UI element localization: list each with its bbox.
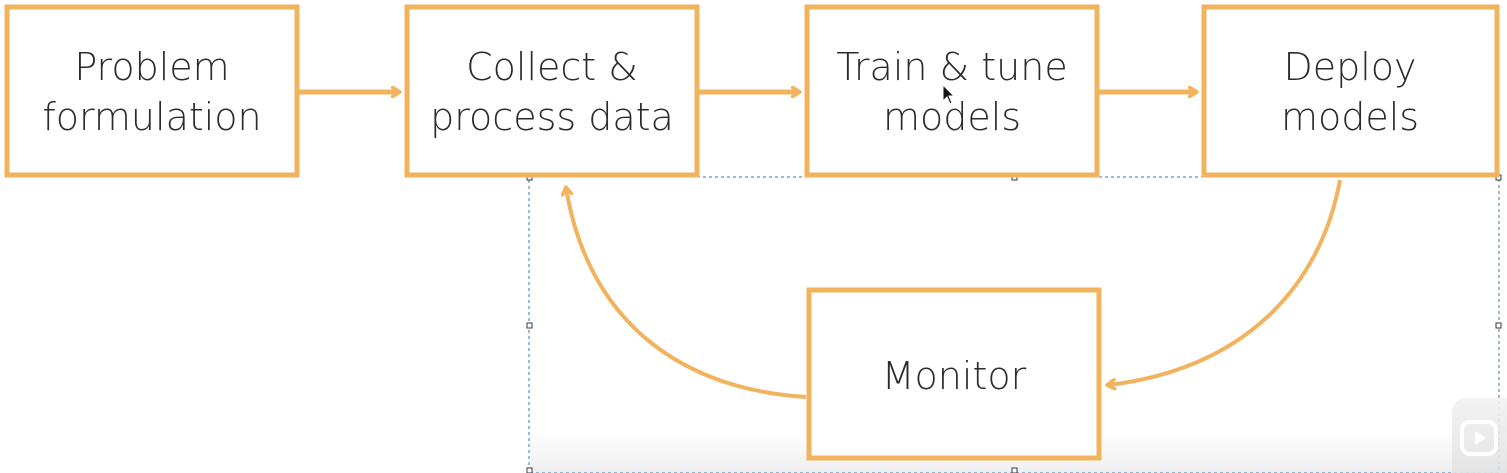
monitor-box[interactable] — [806, 287, 1102, 461]
selection-handle[interactable] — [1011, 467, 1018, 473]
arrow-deploy-to-monitor — [1108, 179, 1342, 385]
problem-label-line1: Problem — [74, 45, 229, 89]
train-tune-box[interactable] — [804, 4, 1100, 178]
collect-label-line2: process data — [430, 95, 674, 139]
deploy-models-box[interactable] — [1201, 4, 1500, 178]
deploy-label-line2: models — [1281, 95, 1419, 139]
selection-handle[interactable] — [526, 467, 533, 473]
arrow-monitor-to-collect — [566, 188, 807, 399]
train-label-line1: Train & tune — [836, 45, 1067, 89]
deploy-label-line1: Deploy — [1283, 45, 1416, 89]
problem-formulation-box[interactable] — [4, 4, 300, 178]
collect-process-box[interactable] — [404, 4, 700, 178]
mouse-pointer-icon — [942, 84, 956, 105]
problem-label-line2: formulation — [42, 95, 261, 139]
video-play-icon[interactable] — [1460, 418, 1500, 458]
collect-label-line1: Collect & — [466, 45, 638, 89]
selection-handle[interactable] — [1495, 322, 1502, 329]
selection-handle[interactable] — [526, 322, 533, 329]
monitor-label: Monitor — [882, 354, 1027, 398]
video-player-overlay[interactable] — [1452, 398, 1507, 473]
